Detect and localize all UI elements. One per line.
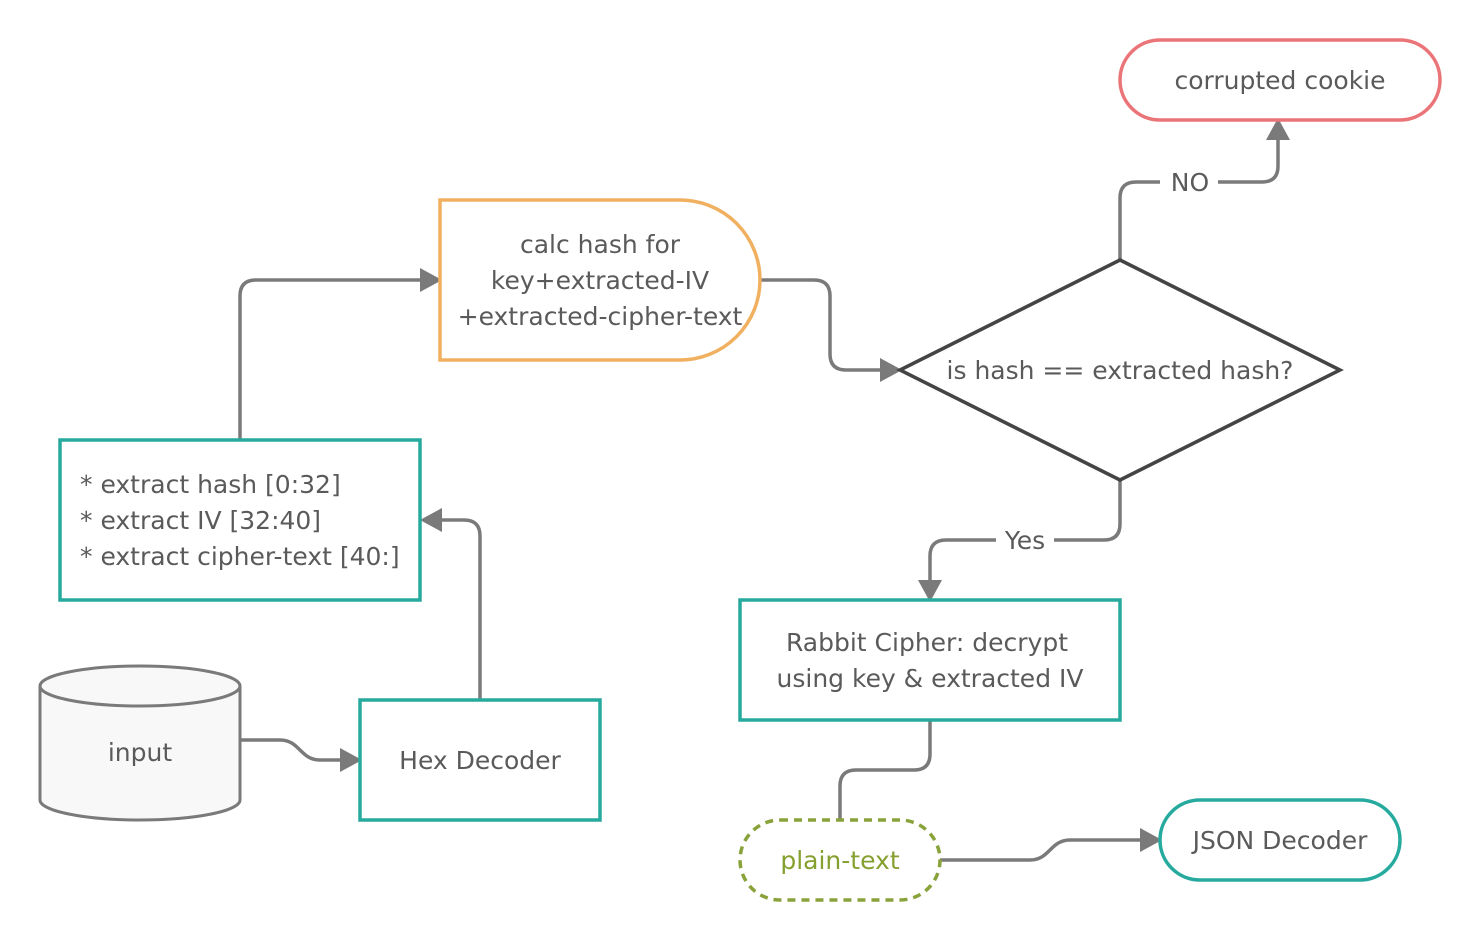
edge-label-no: NO <box>1171 168 1209 197</box>
connector-hex-decoder-to-extract <box>440 518 482 700</box>
corrupted-cookie-shape <box>1118 38 1442 122</box>
connector-calc-hash-to-decision <box>760 278 884 372</box>
arrowhead-hex-decoder <box>340 748 362 772</box>
input-cylinder-body <box>38 686 242 822</box>
plain-text-label: plain-text <box>780 846 899 875</box>
node-corrupted-cookie[interactable]: corrupted cookie <box>1118 38 1442 122</box>
node-rabbit-cipher[interactable]: Rabbit Cipher: decrypt using key & extra… <box>738 598 1122 722</box>
rabbit-cipher-line-1: Rabbit Cipher: decrypt <box>786 628 1068 657</box>
hex-decoder-box <box>358 698 602 822</box>
json-decoder-label: JSON Decoder <box>1191 826 1368 855</box>
corrupted-cookie-label: corrupted cookie <box>1174 66 1385 95</box>
calc-hash-line-3: +extracted-cipher-text <box>458 302 743 331</box>
node-plain-text[interactable]: plain-text <box>738 818 942 902</box>
node-json-decoder[interactable]: JSON Decoder <box>1158 798 1402 882</box>
calc-hash-line-2: key+extracted-IV <box>491 266 709 295</box>
extract-line-3: * extract cipher-text [40:] <box>80 542 400 571</box>
decision-diamond <box>896 258 1344 482</box>
plain-text-shape <box>738 818 942 902</box>
rabbit-cipher-box <box>738 598 1122 722</box>
decision-label: is hash == extracted hash? <box>947 356 1294 385</box>
node-calc-hash[interactable]: calc hash for key+extracted-IV +extracte… <box>438 198 762 362</box>
node-input[interactable]: input <box>38 664 242 822</box>
connector-rabbit-to-plaintext <box>838 720 932 820</box>
extract-line-2: * extract IV [32:40] <box>80 506 321 535</box>
arrowhead-decision <box>880 358 902 382</box>
arrowhead-extract <box>420 508 442 532</box>
arrowhead-calc-hash <box>420 268 442 292</box>
edge-label-yes: Yes <box>1004 526 1045 555</box>
input-label: input <box>108 738 173 767</box>
calc-hash-line-1: calc hash for <box>520 230 681 259</box>
connector-plaintext-to-json <box>940 838 1142 862</box>
calc-hash-shape <box>438 198 762 362</box>
connectors <box>238 118 1290 862</box>
connector-extract-to-calc-hash <box>238 278 424 440</box>
connector-input-to-hex-decoder <box>240 738 342 762</box>
arrowhead-rabbit <box>918 580 942 602</box>
node-hex-decoder[interactable]: Hex Decoder <box>358 698 602 822</box>
node-extract[interactable]: * extract hash [0:32] * extract IV [32:4… <box>58 438 422 602</box>
hex-decoder-label: Hex Decoder <box>399 746 561 775</box>
extract-line-1: * extract hash [0:32] <box>80 470 341 499</box>
arrowhead-corrupted <box>1266 118 1290 140</box>
connector-decision-to-corrupted <box>1118 138 1280 260</box>
json-decoder-shape <box>1158 798 1402 882</box>
rabbit-cipher-line-2: using key & extracted IV <box>777 664 1084 693</box>
arrowhead-json-decoder <box>1140 828 1162 852</box>
node-decision[interactable]: is hash == extracted hash? <box>896 258 1344 482</box>
extract-box <box>58 438 422 602</box>
input-cylinder-top <box>38 664 242 708</box>
connector-decision-to-rabbit <box>928 480 1122 582</box>
